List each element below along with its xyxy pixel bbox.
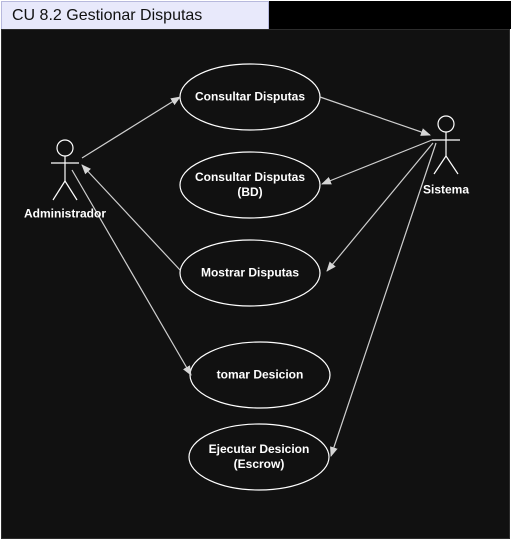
administrador-label: Administrador: [23, 206, 107, 221]
connector-mostrar-disputas-to-administrador[interactable]: [81, 164, 181, 271]
administrador-right-leg: [64, 180, 78, 201]
administrador-left-leg: [52, 180, 66, 201]
diagram-title: CU 8.2 Gestionar Disputas: [12, 7, 203, 24]
administrador-actor[interactable]: [51, 139, 79, 201]
sistema-right-leg: [445, 155, 459, 175]
connector-administrador-to-tomar-desicion[interactable]: [71, 169, 192, 376]
connector-sistema-to-ejecutar-desicion[interactable]: [330, 142, 437, 457]
sistema-left-leg: [433, 155, 447, 175]
title-bar-background: [269, 1, 511, 29]
tomar-desicion-label: tomar Desicion: [216, 367, 304, 382]
connector-sistema-to-consultar-disputas-bd[interactable]: [321, 139, 433, 185]
sistema-actor[interactable]: [432, 115, 460, 175]
use-case-ejecutar-desicion[interactable]: [188, 423, 330, 491]
ejecutar-desicion-label: Ejecutar Desicion (Escrow): [208, 442, 310, 471]
mostrar-disputas-label: Mostrar Disputas: [200, 265, 300, 280]
consultar-disputas-bd-label: Consultar Disputas (BD): [194, 170, 305, 199]
use-case-consultar-disputas-bd[interactable]: [179, 151, 321, 219]
connector-consultar-disputas-to-sistema[interactable]: [319, 96, 431, 136]
sistema-head: [437, 115, 455, 133]
consultar-disputas-label: Consultar Disputas: [194, 89, 305, 104]
use-case-mostrar-disputas[interactable]: [179, 239, 321, 307]
diagram-title-tab[interactable]: CU 8.2 Gestionar Disputas: [1, 1, 269, 29]
connector-administrador-to-consultar-disputas[interactable]: [81, 96, 181, 159]
administrador-head: [56, 139, 74, 157]
connector-sistema-to-mostrar-disputas[interactable]: [326, 142, 434, 272]
sistema-label: Sistema: [422, 182, 470, 197]
